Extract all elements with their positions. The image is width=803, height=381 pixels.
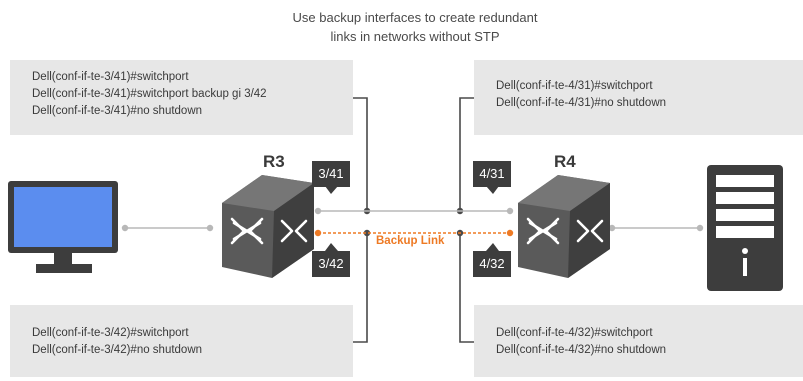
device-label-r4: R4 [554, 152, 576, 171]
config-line: Dell(conf-if-te-4/32)#no shutdown [496, 344, 667, 356]
server-icon [707, 165, 783, 291]
config-line: Dell(conf-if-te-4/31)#switchport [496, 80, 653, 92]
port-tag-4-32: 4/32 [473, 251, 511, 277]
link-endpoint [608, 224, 616, 232]
tag-pointer [325, 186, 338, 194]
router-icon-r4 [518, 175, 610, 278]
link-endpoint [696, 224, 704, 232]
link-endpoint [506, 207, 514, 215]
config-line: Dell(conf-if-te-3/41)#switchport [32, 71, 189, 83]
config-line: Dell(conf-if-te-4/31)#no shutdown [496, 97, 667, 109]
router-icon-r3 [222, 175, 314, 278]
callout-line-3-41 [353, 97, 368, 211]
backup-endpoint [506, 229, 514, 237]
device-label-r3: R3 [263, 152, 285, 171]
config-box-r3-top: Dell(conf-if-te-3/41)#switchport Dell(co… [10, 60, 353, 135]
link-endpoint [206, 224, 214, 232]
callout-dot [363, 229, 371, 237]
config-box-r4-bottom: Dell(conf-if-te-4/32)#switchport Dell(co… [474, 305, 803, 377]
config-line: Dell(conf-if-te-3/42)#no shutdown [32, 344, 203, 356]
tag-pointer [486, 186, 499, 194]
link-endpoint [314, 207, 322, 215]
diagram-title-line2: links in networks without STP [330, 29, 500, 44]
backup-link-label: Backup Link [376, 235, 445, 247]
port-tag-3-41: 3/41 [312, 161, 350, 187]
callout-line-4-31 [459, 97, 474, 211]
link-endpoint [121, 224, 129, 232]
tag-pointer [486, 243, 499, 251]
port-tag-4-31: 4/31 [473, 161, 511, 187]
config-line: Dell(conf-if-te-3/42)#switchport [32, 327, 189, 339]
callout-line-4-32 [459, 233, 474, 343]
callout-line-3-42 [353, 233, 368, 343]
backup-endpoint [314, 229, 322, 237]
config-line: Dell(conf-if-te-3/41)#no shutdown [32, 105, 203, 117]
config-box-r4-top: Dell(conf-if-te-4/31)#switchport Dell(co… [474, 60, 803, 135]
config-box-r3-bottom: Dell(conf-if-te-3/42)#switchport Dell(co… [10, 305, 353, 377]
diagram-title-line1: Use backup interfaces to create redundan… [292, 10, 538, 25]
tag-pointer [325, 243, 338, 251]
port-tag-3-42: 3/42 [312, 251, 350, 277]
config-line: Dell(conf-if-te-3/41)#switchport backup … [32, 88, 267, 100]
monitor-icon [8, 181, 118, 273]
config-line: Dell(conf-if-te-4/32)#switchport [496, 327, 653, 339]
